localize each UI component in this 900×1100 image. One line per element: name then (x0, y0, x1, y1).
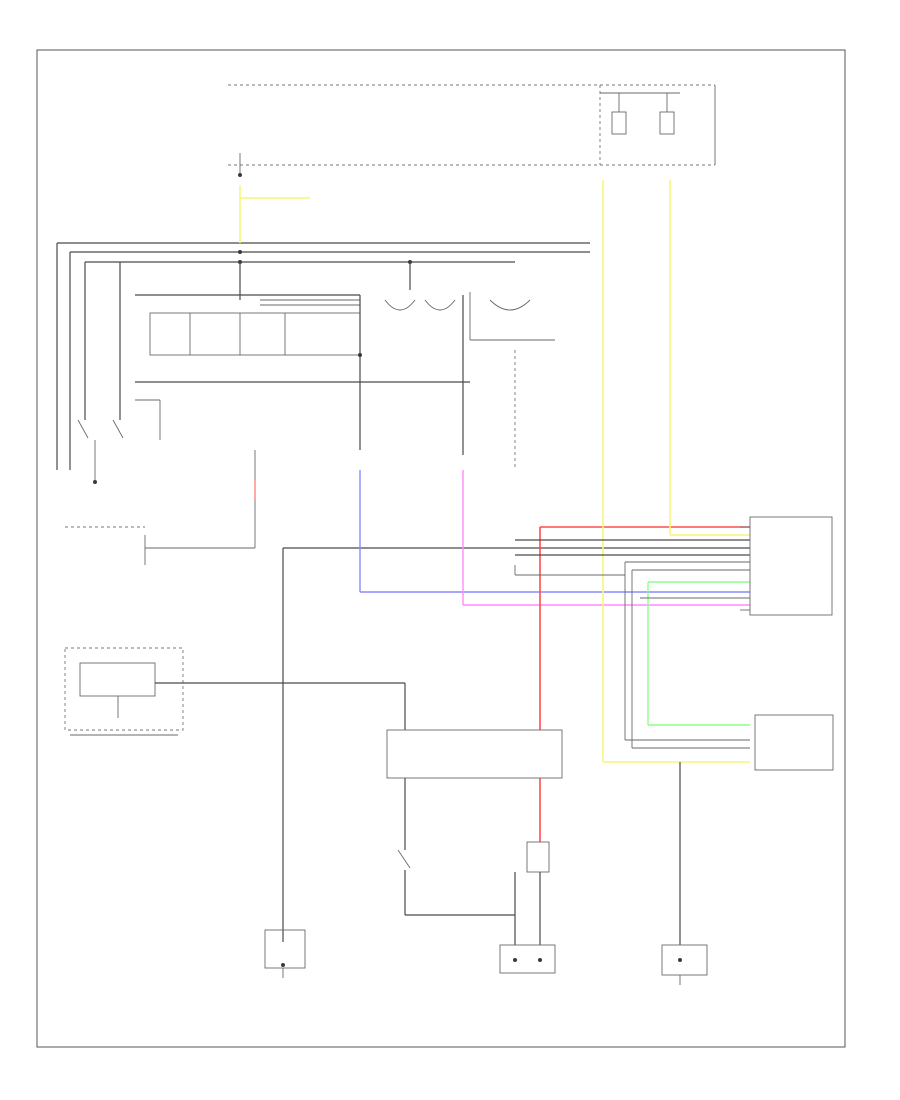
brake-switch (77, 399, 161, 484)
left-black-wire (282, 547, 750, 942)
arc-switches (384, 292, 555, 470)
underhood-fuse-box (228, 84, 716, 166)
red-wire (539, 526, 750, 842)
green-wire (647, 581, 750, 726)
sensor-stubs (180, 450, 256, 549)
yellow-wires (239, 180, 750, 763)
right-connector-lower (754, 714, 834, 771)
top-splice (238, 153, 242, 177)
left-bus-wiring (56, 242, 590, 470)
left-sensor (264, 929, 306, 978)
diagram-border (36, 49, 846, 1048)
control-unit (386, 729, 563, 916)
pink-wire (462, 470, 750, 606)
blue-wire (359, 470, 750, 593)
right-connector-upper (740, 516, 833, 616)
instrument-cluster (64, 647, 406, 736)
pcm-connector (65, 526, 235, 565)
gray-wires (514, 539, 750, 749)
switch-block (135, 294, 470, 450)
center-sensor (499, 841, 556, 974)
right-sensor (661, 762, 708, 985)
